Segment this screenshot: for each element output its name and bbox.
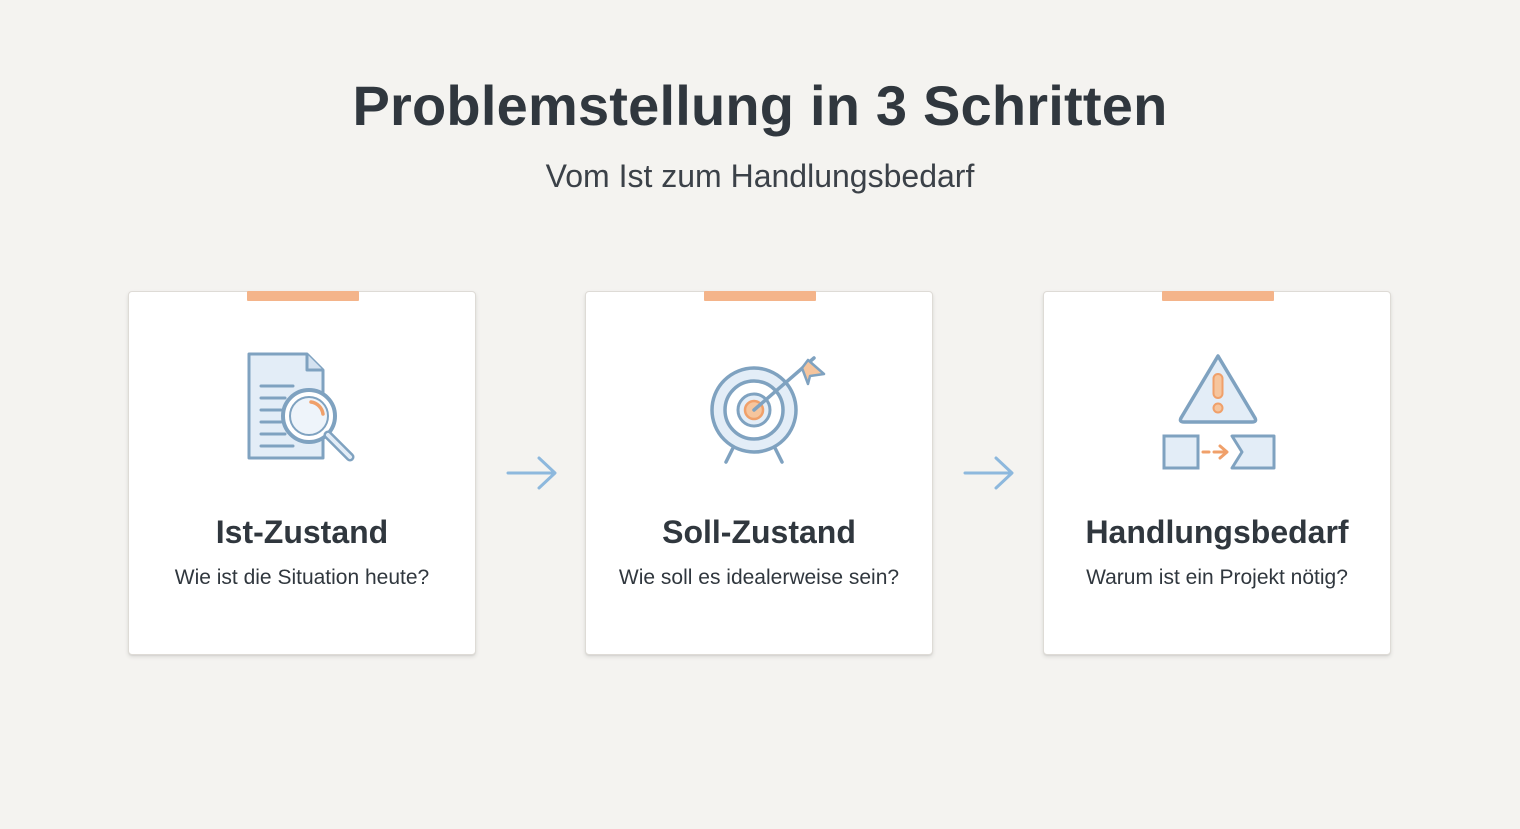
document-search-icon — [247, 352, 355, 462]
step-title: Ist-Zustand — [215, 514, 389, 550]
step-title: Handlungsbedarf — [1085, 514, 1349, 550]
card-accent-tab — [1162, 291, 1274, 301]
target-flag-icon — [710, 356, 826, 464]
page-subtitle: Vom Ist zum Handlungsbedarf — [545, 158, 975, 194]
page-title: Problemstellung in 3 Schritten — [352, 74, 1168, 137]
step-card-soll-zustand: Soll-Zustand Wie soll es idealerweise se… — [585, 291, 933, 655]
step-title: Soll-Zustand — [662, 514, 856, 550]
step-card-handlungsbedarf: Handlungsbedarf Warum ist ein Projekt nö… — [1043, 291, 1391, 655]
card-accent-tab — [247, 291, 359, 301]
warning-transition-icon — [1162, 354, 1276, 470]
step-question: Warum ist ein Projekt nötig? — [1086, 566, 1348, 589]
arrow-right-icon — [963, 456, 1014, 490]
step-question: Wie soll es idealerweise sein? — [618, 566, 900, 589]
arrow-right-icon — [506, 456, 557, 490]
card-accent-tab — [704, 291, 816, 301]
step-card-ist-zustand: Ist-Zustand Wie ist die Situation heute? — [128, 291, 476, 655]
step-question: Wie ist die Situation heute? — [174, 566, 430, 589]
